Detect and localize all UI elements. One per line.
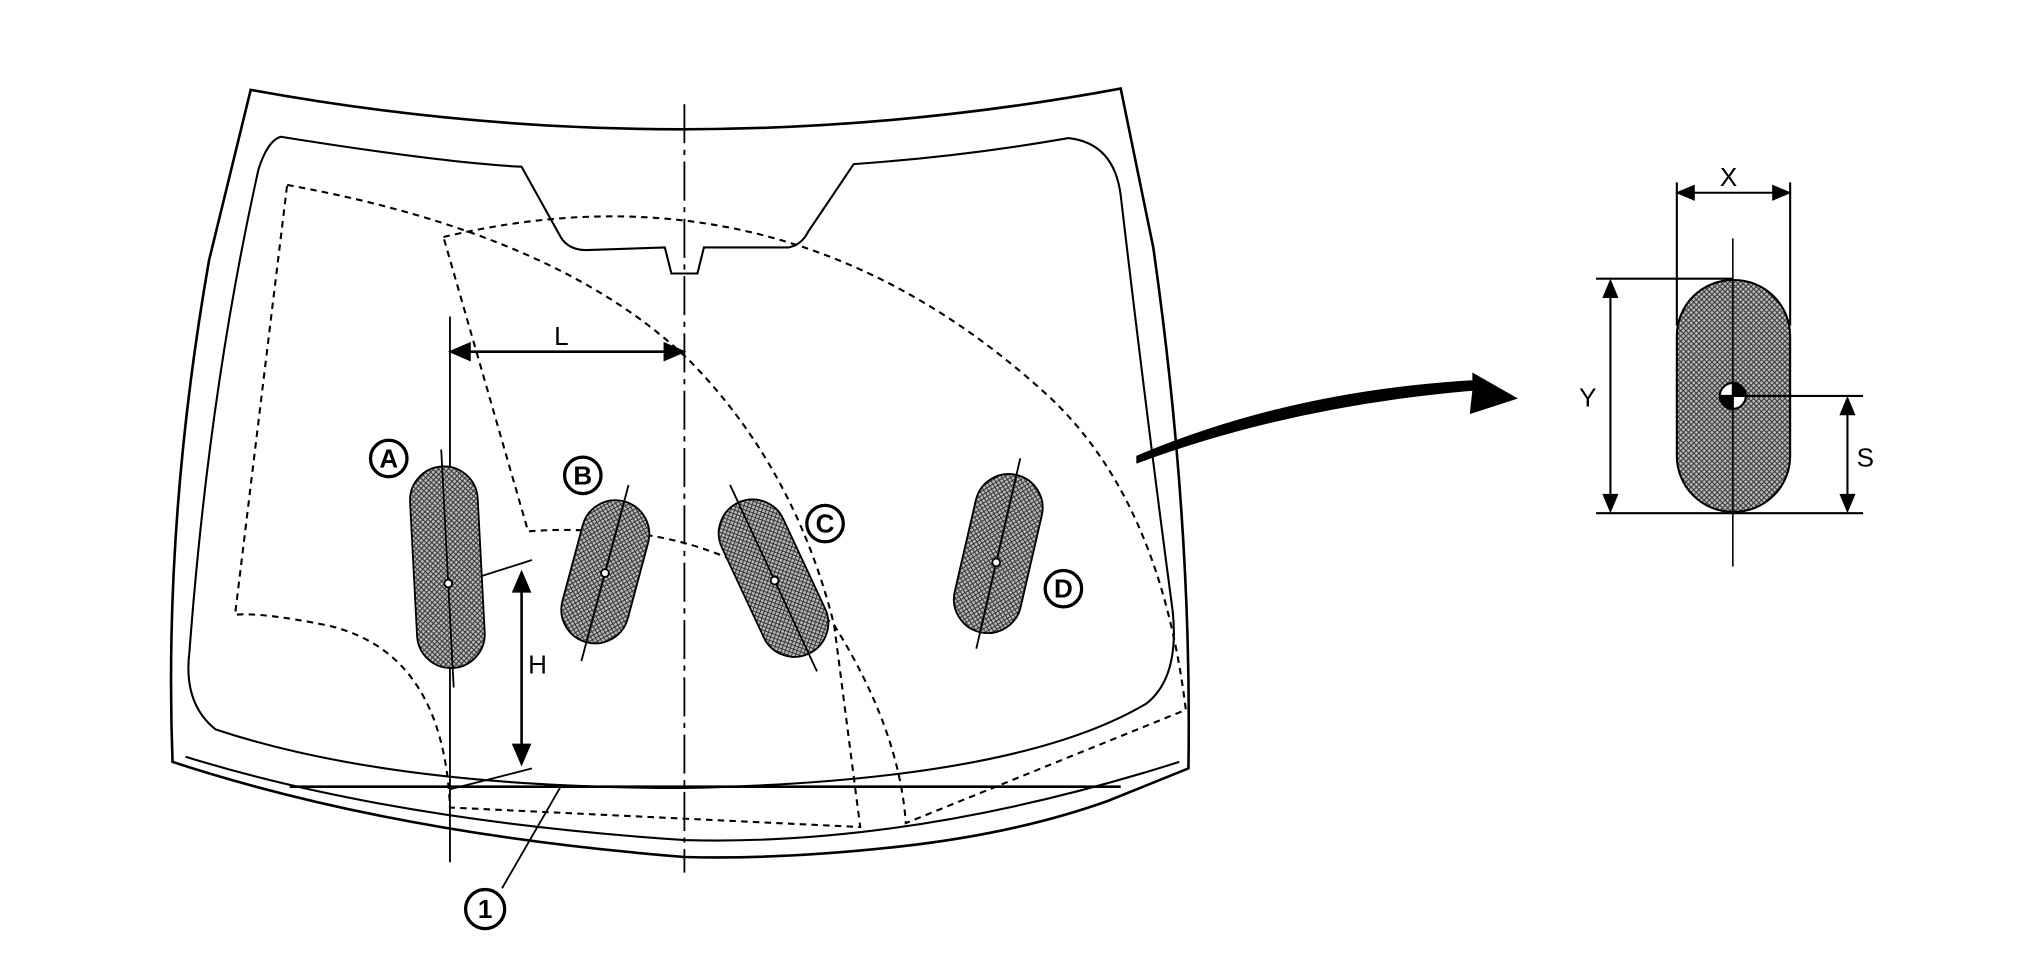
label-Y: Y: [1579, 382, 1596, 412]
camera-spots: [409, 449, 1044, 688]
spot-B: [560, 484, 651, 662]
callout-B: B: [573, 460, 592, 490]
label-H: H: [528, 649, 547, 679]
callouts: A B C D 1: [368, 438, 1084, 931]
arrow-icon: [1136, 372, 1518, 464]
spot-D: [952, 458, 1044, 649]
label-S: S: [1857, 442, 1874, 472]
dimension-L: L: [447, 321, 687, 362]
label-X: X: [1720, 162, 1737, 192]
spot-A: [409, 449, 486, 688]
callout-A: A: [379, 443, 398, 473]
callout-1: 1: [478, 894, 492, 924]
wiper-area: [233, 183, 1187, 829]
label-L: L: [554, 321, 568, 351]
callout-D: D: [1054, 574, 1073, 604]
windshield-outline: [169, 87, 1191, 859]
detail-view: X Y S: [1579, 162, 1874, 567]
callout-C: C: [816, 509, 835, 539]
spot-C: [717, 484, 830, 672]
